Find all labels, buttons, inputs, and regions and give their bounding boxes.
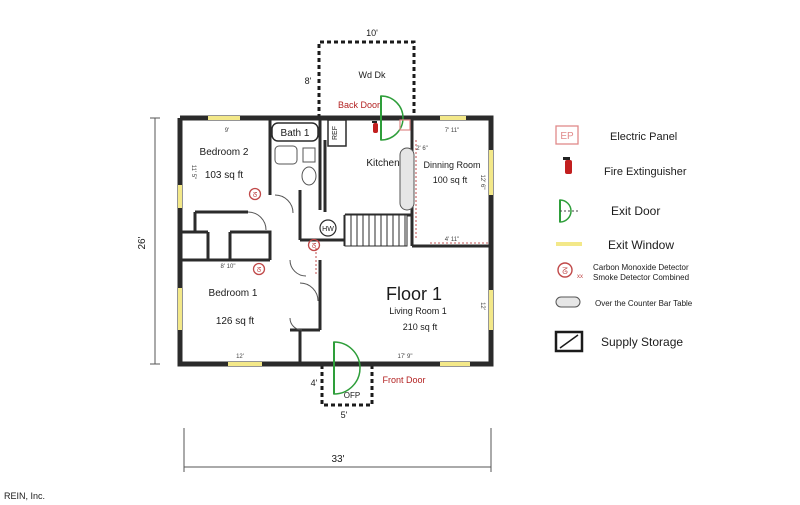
- porch-label: OFP: [344, 391, 360, 400]
- kitchen-dim-a: 2' 6": [416, 146, 428, 152]
- legend-electric-panel: EP Electric Panel: [555, 125, 677, 145]
- dining-width-dim: 7' 11": [445, 128, 460, 134]
- legend-fire-extinguisher-label: Fire Extinguisher: [604, 166, 687, 178]
- wood-deck: Wd Dk 10' 8': [305, 28, 416, 118]
- overall-width-dimension: 33': [183, 428, 492, 472]
- electric-panel-plan: [399, 119, 411, 131]
- legend: EP Electric Panel Fire Extinguisher Exit…: [554, 125, 693, 353]
- legend-supply-storage-label: Supply Storage: [601, 335, 683, 349]
- bath-label: Bath 1: [281, 128, 310, 139]
- living-width-dim: 17' 9": [398, 354, 413, 360]
- water-heater: HW: [319, 219, 337, 237]
- co-smoke-detector-bed2: ᘔ: [248, 187, 262, 201]
- watermark: REIN, Inc.: [4, 491, 45, 501]
- exterior-walls: [177, 115, 494, 367]
- legend-exit-door-label: Exit Door: [611, 204, 660, 218]
- bar-table: [399, 147, 415, 211]
- porch-depth-dim: 4': [311, 378, 318, 388]
- legend-exit-door: Exit Door: [559, 199, 660, 223]
- bedroom2-area: 103 sq ft: [205, 170, 244, 181]
- dimension-guides: [315, 140, 488, 275]
- front-door-label: Front Door: [382, 375, 425, 385]
- legend-exit-window-label: Exit Window: [608, 238, 674, 252]
- legend-exit-window: Exit Window: [556, 238, 674, 252]
- kitchen-name: Kitchen: [366, 158, 399, 169]
- back-exit-door: Back Door: [338, 95, 404, 141]
- overall-depth-dimension: 26': [137, 117, 160, 365]
- dining-area: 100 sq ft: [433, 175, 468, 185]
- co-smoke-detector-bed1: ᘔ: [252, 262, 266, 276]
- dining-name: Dinning Room: [423, 160, 480, 170]
- kitchen-dim-b: 4' 11": [445, 237, 460, 243]
- co-smoke-detector-hall: ᘔ: [307, 238, 321, 252]
- bed2-width-dim: 9': [225, 128, 229, 134]
- legend-fire-extinguisher: Fire Extinguisher: [563, 157, 687, 178]
- legend-electric-panel-label: Electric Panel: [610, 131, 677, 143]
- bedroom1-name: Bedroom 1: [209, 288, 258, 299]
- detector-symbol-text: xx: [577, 274, 583, 280]
- svg-text:ᘔ: ᘔ: [312, 242, 317, 250]
- legend-smoke-label: Smoke Detector Combined: [593, 273, 689, 282]
- front-exit-door: Front Door: [333, 341, 426, 395]
- floor-title: Floor 1: [386, 284, 442, 304]
- room-labels: Bedroom 2 103 sq ft Bedroom 1 126 sq ft …: [200, 147, 481, 332]
- legend-supply-storage: Supply Storage: [554, 330, 683, 353]
- bed1-width-dim: 8' 10": [221, 264, 236, 270]
- bedroom1-area: 126 sq ft: [216, 316, 255, 327]
- svg-text:ᘔ: ᘔ: [257, 266, 262, 274]
- porch-width-dim: 5': [341, 410, 348, 420]
- living-name: Living Room 1: [389, 306, 447, 316]
- overall-width-label: 33': [331, 454, 344, 465]
- deck-label: Wd Dk: [359, 70, 387, 80]
- back-door-label: Back Door: [338, 100, 380, 110]
- bed1-bottom-dim: 12': [236, 354, 244, 360]
- legend-co-label: Carbon Monoxide Detector: [593, 263, 689, 272]
- fire-extinguisher-plan: [372, 121, 378, 133]
- water-heater-label: HW: [322, 226, 334, 233]
- front-porch: OFP 5' 4': [311, 365, 374, 420]
- interior-doors: [247, 194, 319, 331]
- deck-width-dim: 10': [366, 28, 378, 38]
- dining-depth-dim: 12' 6": [479, 175, 485, 190]
- electric-panel-symbol-text: EP: [560, 131, 574, 142]
- bath-label-box: Bath 1: [271, 122, 319, 142]
- bedroom2-name: Bedroom 2: [200, 147, 249, 158]
- deck-depth-dim: 8': [305, 76, 312, 86]
- interior-dimensions: 9' 11' 5" 8' 10" 12' 7' 11" 12' 6" 17' 9…: [190, 128, 485, 360]
- living-depth-dim: 12': [479, 302, 485, 310]
- living-area: 210 sq ft: [403, 322, 438, 332]
- refrigerator: REF: [327, 119, 347, 147]
- exit-windows: [178, 116, 493, 366]
- stairs: [344, 214, 408, 247]
- legend-co-smoke-detector: ᘔ xx Carbon Monoxide Detector Smoke Dete…: [557, 262, 689, 282]
- bed2-depth-dim: 11' 5": [190, 165, 196, 180]
- bath-fixtures: [274, 145, 317, 186]
- svg-text:ᘔ: ᘔ: [562, 266, 568, 276]
- svg-text:ᘔ: ᘔ: [253, 191, 258, 199]
- legend-bar-table: Over the Counter Bar Table: [555, 296, 693, 308]
- overall-depth-label: 26': [137, 236, 148, 249]
- ref-label: REF: [332, 126, 339, 140]
- legend-bar-table-label: Over the Counter Bar Table: [595, 299, 693, 308]
